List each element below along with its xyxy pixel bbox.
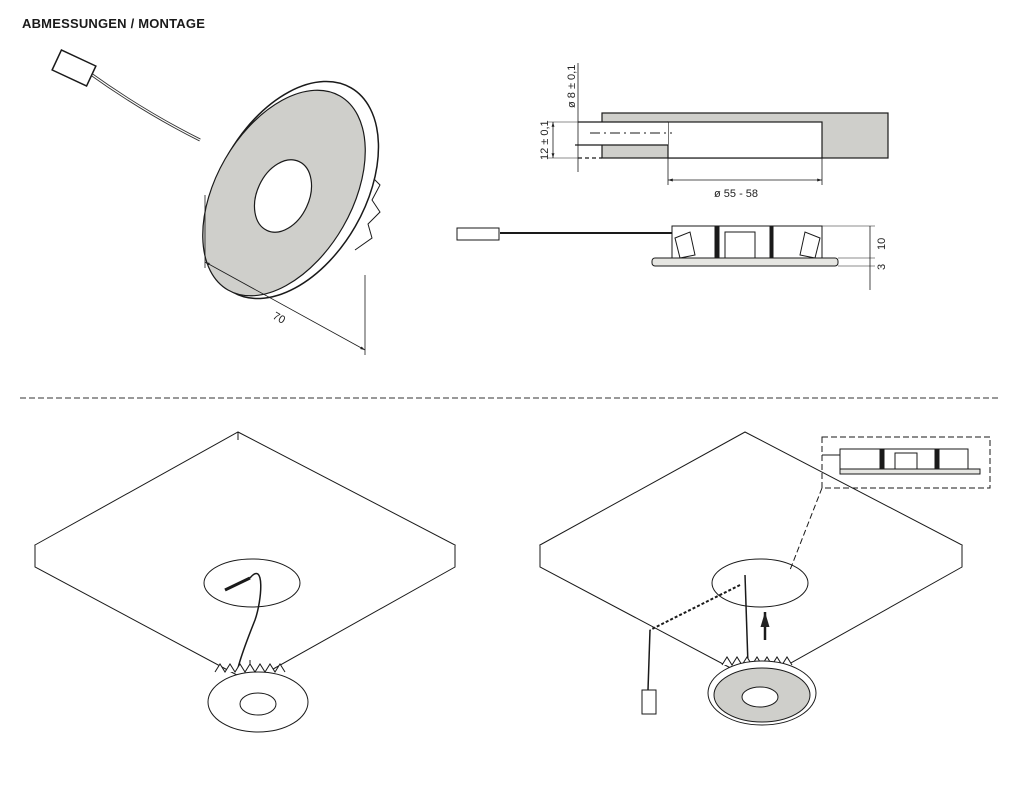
luminaire-perspective-view <box>51 49 381 355</box>
mounting-step-1 <box>33 431 457 733</box>
connector-icon <box>456 227 500 241</box>
mounting-step-2 <box>538 431 991 726</box>
connector-icon <box>51 49 97 87</box>
dimension-flange-height: 3 <box>876 264 888 270</box>
dimension-cutout-diameter: ø 55 - 58 <box>714 188 758 200</box>
dimension-bore-height: 12 ± 0,1 <box>539 120 551 160</box>
connector-icon <box>641 689 657 715</box>
dimension-bore-diameter: ø 8 ± 0,1 <box>566 65 578 108</box>
luminaire-side-view <box>456 225 875 290</box>
dimension-outer-diameter: 70 <box>271 310 288 326</box>
cutout-section-view <box>548 63 889 185</box>
dimension-body-height: 10 <box>876 238 888 250</box>
section-title: ABMESSUNGEN / MONTAGE <box>22 16 206 31</box>
